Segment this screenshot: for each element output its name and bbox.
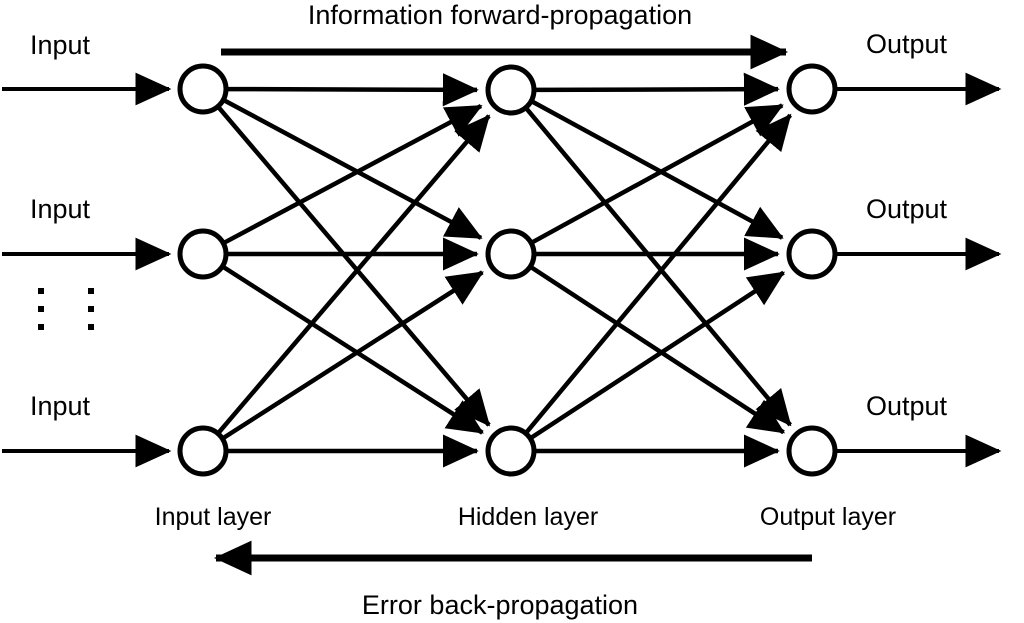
ellipsis-dot-c2-r2 xyxy=(88,306,94,312)
connection-h2-o1 xyxy=(530,103,784,245)
neuron-i2[interactable] xyxy=(177,228,229,280)
ellipsis-dot-c2-r3 xyxy=(88,324,94,330)
connection-h3-o1 xyxy=(523,113,792,435)
neurons-group xyxy=(177,63,838,477)
input-label-1: Input xyxy=(30,30,91,60)
forward-propagation-title: Information forward-propagation xyxy=(307,0,693,30)
ellipsis-dot-c2-r1 xyxy=(88,288,94,294)
neuron-h1[interactable] xyxy=(485,64,537,116)
connection-i1-h3 xyxy=(216,105,491,427)
connections-hidden-output xyxy=(523,72,792,468)
connection-h3-o2 xyxy=(529,270,786,441)
input-arrows-group xyxy=(2,72,172,468)
ellipsis-dot-c1-r3 xyxy=(38,324,44,330)
connection-i1-h1 xyxy=(225,73,479,107)
ellipsis-dot-c1-r2 xyxy=(38,306,44,312)
connection-i1-h2 xyxy=(222,97,483,240)
layer-label-input: Input layer xyxy=(154,503,272,531)
input-label-2: Input xyxy=(30,194,91,224)
connection-i3-h2 xyxy=(221,270,484,441)
connection-h2-o3 xyxy=(529,264,786,435)
connection-i3-h1 xyxy=(216,114,491,435)
neuron-h2[interactable] xyxy=(485,228,537,280)
connection-h1-o1 xyxy=(533,72,780,106)
connection-i2-h1 xyxy=(222,103,483,246)
neuron-o3[interactable] xyxy=(786,425,838,477)
neuron-h3[interactable] xyxy=(485,425,537,477)
connection-h1-o2 xyxy=(530,99,784,240)
neuron-o2[interactable] xyxy=(786,228,838,280)
connection-i2-h3 xyxy=(221,264,484,435)
layer-label-hidden: Hidden layer xyxy=(457,503,599,531)
layer-label-output: Output layer xyxy=(759,503,897,531)
connection-h1-o3 xyxy=(524,106,792,427)
output-label-3: Output xyxy=(866,391,948,421)
output-arrows-group xyxy=(835,72,1002,468)
neuron-i1[interactable] xyxy=(177,63,229,115)
output-label-2: Output xyxy=(866,194,948,224)
vertical-ellipsis-group xyxy=(38,288,94,330)
input-label-3: Input xyxy=(30,391,91,421)
neuron-i3[interactable] xyxy=(177,425,229,477)
output-label-1: Output xyxy=(866,29,948,59)
back-propagation-title: Error back-propagation xyxy=(361,590,639,620)
neuron-o1[interactable] xyxy=(786,63,838,115)
ellipsis-dot-c1-r1 xyxy=(38,288,44,294)
connections-input-hidden xyxy=(216,73,491,468)
